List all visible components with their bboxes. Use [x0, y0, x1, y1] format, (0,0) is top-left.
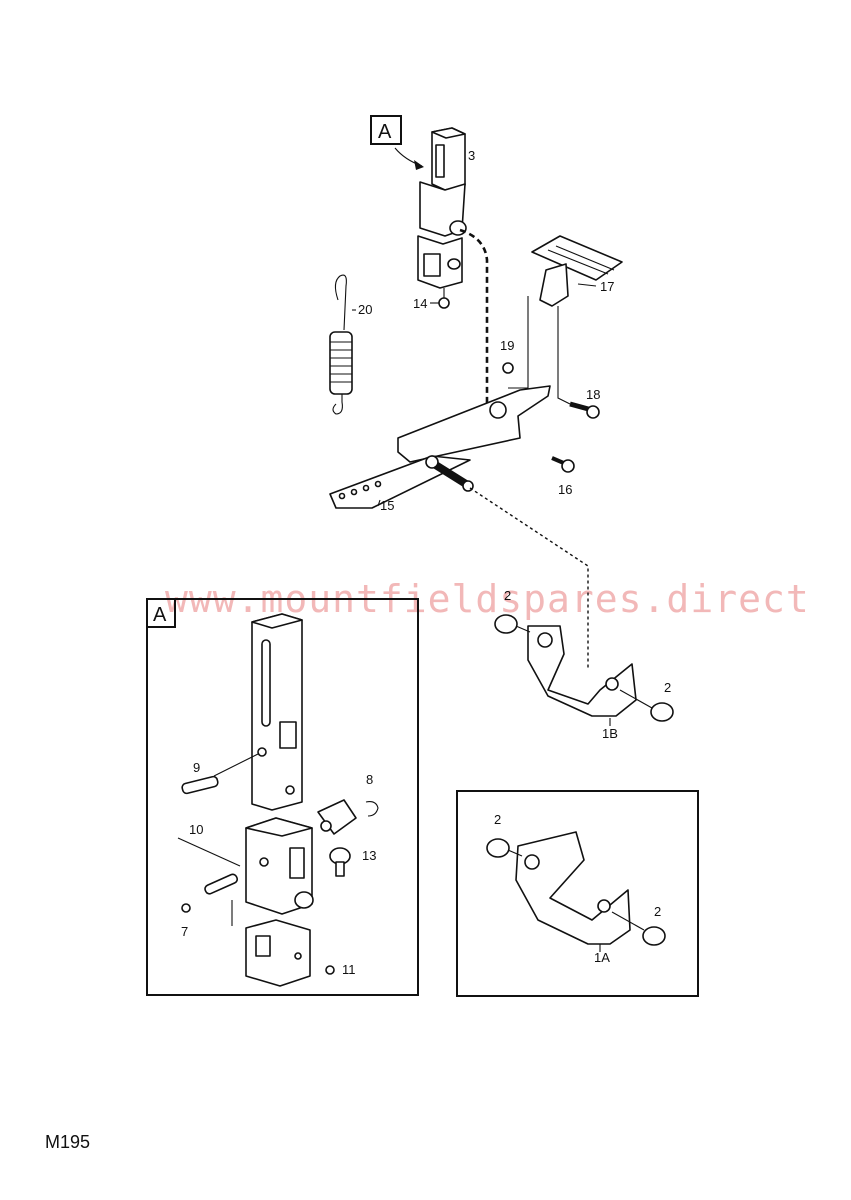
drawing-code: M195: [45, 1132, 90, 1152]
callout-3: 3: [468, 148, 475, 163]
detail-a-frame: [146, 598, 419, 996]
callout-19: 19: [500, 338, 514, 353]
callout-1b: 1B: [602, 726, 618, 741]
part-15-pedal-arm: [329, 385, 551, 509]
part-17-pedal: [508, 235, 623, 405]
part-3-upright-tube: A: [370, 115, 489, 410]
callout-1a: 1A: [594, 950, 610, 965]
callout-11: 11: [342, 962, 356, 977]
part-1a-bracket: [486, 831, 666, 952]
callout-2-upper: 2: [504, 588, 511, 603]
detail-tag-a-top-label: A: [378, 121, 392, 143]
callout-10: 10: [189, 822, 203, 837]
callout-16: 16: [558, 482, 572, 497]
detail-a-parts: [177, 613, 379, 987]
part-19-nut: [502, 362, 514, 374]
part-1b-bracket: [494, 614, 674, 726]
callout-2-inset-right: 2: [654, 904, 661, 919]
callout-2-right: 2: [664, 680, 671, 695]
callout-13: 13: [362, 848, 376, 863]
callout-14: 14: [413, 296, 427, 311]
callout-2-inset-left: 2: [494, 812, 501, 827]
part-20-spring: [329, 274, 356, 415]
detail-tag-a-box-label: A: [153, 604, 167, 626]
detail-tag-a-box: [146, 598, 176, 628]
inset-1a-frame: [456, 790, 699, 997]
callout-7: 7: [181, 924, 188, 939]
callout-20: 20: [358, 302, 372, 317]
callout-15: 15: [380, 498, 394, 513]
detail-tag-a-top: [370, 115, 402, 145]
callout-18: 18: [586, 387, 600, 402]
callout-17: 17: [600, 279, 614, 294]
callout-9: 9: [193, 760, 200, 775]
part-16-bolt: [551, 456, 575, 473]
part-18-bolt: [569, 401, 600, 419]
callout-8: 8: [366, 772, 373, 787]
detail-tag-arrowhead: [414, 160, 424, 170]
